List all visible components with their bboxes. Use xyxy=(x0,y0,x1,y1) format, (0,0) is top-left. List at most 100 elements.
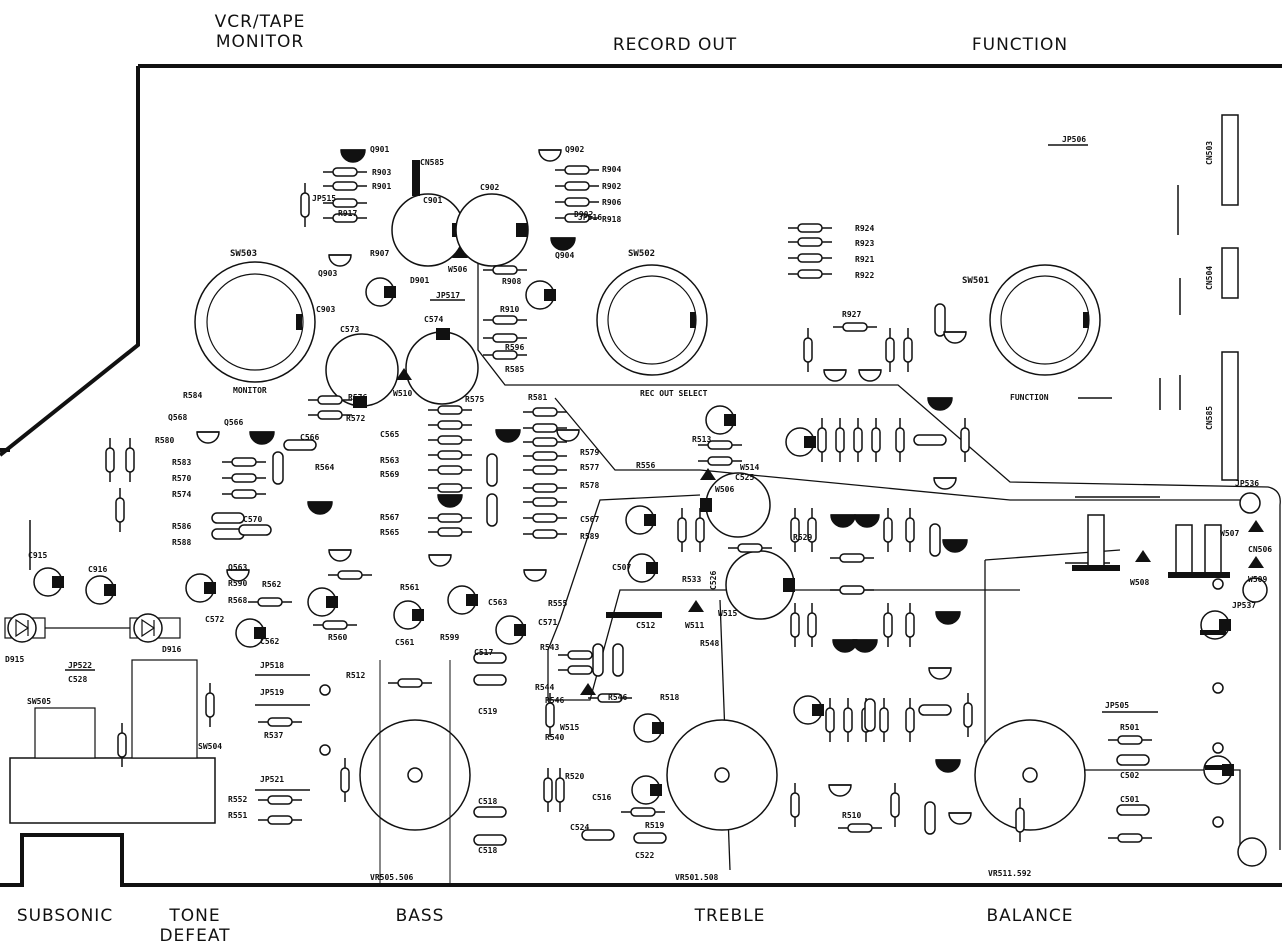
svg-text:R577: R577 xyxy=(580,463,599,472)
svg-text:R923: R923 xyxy=(855,239,874,248)
svg-text:W507: W507 xyxy=(1220,529,1239,538)
rec-out-select-mark: REC OUT SELECT xyxy=(640,389,708,398)
svg-text:D901: D901 xyxy=(410,276,429,285)
svg-text:R908: R908 xyxy=(502,277,521,286)
diode-d916 xyxy=(129,613,181,643)
tone-defeat-label: TONE DEFEAT xyxy=(159,906,231,946)
svg-text:C902: C902 xyxy=(480,183,499,192)
svg-text:R585: R585 xyxy=(505,365,524,374)
svg-text:R560: R560 xyxy=(328,633,347,642)
svg-text:R589: R589 xyxy=(580,532,599,541)
svg-text:CN585: CN585 xyxy=(420,158,444,167)
svg-text:R917: R917 xyxy=(338,209,357,218)
svg-text:R918: R918 xyxy=(602,215,621,224)
svg-text:JP536: JP536 xyxy=(1235,479,1259,488)
vr-treble-mark: VR501.508 xyxy=(675,873,719,882)
sw505-ref: SW505 xyxy=(27,697,51,706)
svg-text:R910: R910 xyxy=(500,305,519,314)
svg-text:JP518: JP518 xyxy=(260,661,284,670)
svg-text:JP537: JP537 xyxy=(1232,601,1256,610)
svg-text:W515: W515 xyxy=(560,723,579,732)
svg-text:R922: R922 xyxy=(855,271,874,280)
svg-text:R904: R904 xyxy=(602,165,621,174)
svg-text:R551: R551 xyxy=(228,811,247,820)
svg-text:Q563: Q563 xyxy=(228,563,247,572)
svg-text:C903: C903 xyxy=(316,305,335,314)
svg-text:C502: C502 xyxy=(1120,771,1139,780)
svg-text:C519: C519 xyxy=(478,707,497,716)
function-mark: FUNCTION xyxy=(1010,393,1049,402)
svg-text:C516: C516 xyxy=(592,793,611,802)
monitor-mark: MONITOR xyxy=(233,386,267,395)
svg-text:R564: R564 xyxy=(315,463,334,472)
svg-text:R572: R572 xyxy=(346,414,365,423)
sw502-ref: SW502 xyxy=(628,249,655,259)
svg-text:D916: D916 xyxy=(162,645,181,654)
svg-text:R927: R927 xyxy=(842,310,861,319)
svg-text:C916: C916 xyxy=(88,565,107,574)
connector-column xyxy=(1221,114,1239,481)
svg-text:D915: D915 xyxy=(5,655,24,664)
svg-text:C512: C512 xyxy=(636,621,655,630)
svg-text:C528: C528 xyxy=(68,675,87,684)
svg-text:JP522: JP522 xyxy=(68,661,92,670)
subsonic-label: SUBSONIC xyxy=(16,906,114,926)
svg-text:C524: C524 xyxy=(570,823,589,832)
svg-text:R563: R563 xyxy=(380,456,399,465)
svg-text:R537: R537 xyxy=(264,731,283,740)
svg-text:CN503: CN503 xyxy=(1205,141,1214,165)
svg-text:CN504: CN504 xyxy=(1205,266,1214,290)
svg-text:R510: R510 xyxy=(842,811,861,820)
svg-text:Q903: Q903 xyxy=(318,269,337,278)
svg-text:W510: W510 xyxy=(393,389,412,398)
wire-markers xyxy=(396,246,1264,695)
svg-text:W515: W515 xyxy=(718,609,737,618)
svg-text:R513: R513 xyxy=(692,435,711,444)
svg-text:R596: R596 xyxy=(505,343,524,352)
svg-text:R588: R588 xyxy=(172,538,191,547)
svg-text:C567: C567 xyxy=(580,515,599,524)
svg-text:Q568: Q568 xyxy=(168,413,187,422)
bass-label: BASS xyxy=(395,906,445,926)
svg-text:R520: R520 xyxy=(565,772,584,781)
sw504-ref: SW504 xyxy=(198,742,222,751)
svg-text:W506: W506 xyxy=(715,485,734,494)
svg-text:R574: R574 xyxy=(172,490,191,499)
svg-text:JP515: JP515 xyxy=(312,194,336,203)
switch-block-bottom xyxy=(9,757,216,824)
svg-text:R903: R903 xyxy=(372,168,391,177)
svg-text:C572: C572 xyxy=(205,615,224,624)
svg-text:C574: C574 xyxy=(424,315,443,324)
svg-text:R519: R519 xyxy=(645,821,664,830)
svg-text:R581: R581 xyxy=(528,393,547,402)
ground-traces xyxy=(477,260,1281,871)
svg-text:R567: R567 xyxy=(380,513,399,522)
switch-sw503: SW503 xyxy=(194,249,316,383)
svg-text:W508: W508 xyxy=(1130,578,1149,587)
balance-label: BALANCE xyxy=(986,906,1074,926)
svg-text:W514: W514 xyxy=(740,463,759,472)
switch-sw501: SW501 xyxy=(962,264,1101,376)
treble-label: TREBLE xyxy=(694,906,766,926)
svg-text:C562: C562 xyxy=(260,637,279,646)
svg-text:R902: R902 xyxy=(602,182,621,191)
svg-text:Q566: Q566 xyxy=(224,418,243,427)
svg-text:JP519: JP519 xyxy=(260,688,284,697)
sw503-ref: SW503 xyxy=(230,249,257,259)
capacitor-c573 xyxy=(325,333,399,408)
pot-treble xyxy=(666,719,778,831)
svg-text:R907: R907 xyxy=(370,249,389,258)
mounting-holes xyxy=(319,492,1268,867)
svg-text:R556: R556 xyxy=(636,461,655,470)
svg-text:C563: C563 xyxy=(488,598,507,607)
vcr-tape-monitor-label: VCR/TAPE MONITOR xyxy=(214,12,306,52)
function-label: FUNCTION xyxy=(971,35,1069,55)
svg-text:R580: R580 xyxy=(155,436,174,445)
svg-text:R501: R501 xyxy=(1120,723,1139,732)
svg-text:W506: W506 xyxy=(448,265,467,274)
svg-text:R570: R570 xyxy=(172,474,191,483)
svg-text:C570: C570 xyxy=(243,515,262,524)
pot-bass xyxy=(359,660,471,885)
right-modules xyxy=(606,514,1230,770)
svg-text:C565: C565 xyxy=(380,430,399,439)
